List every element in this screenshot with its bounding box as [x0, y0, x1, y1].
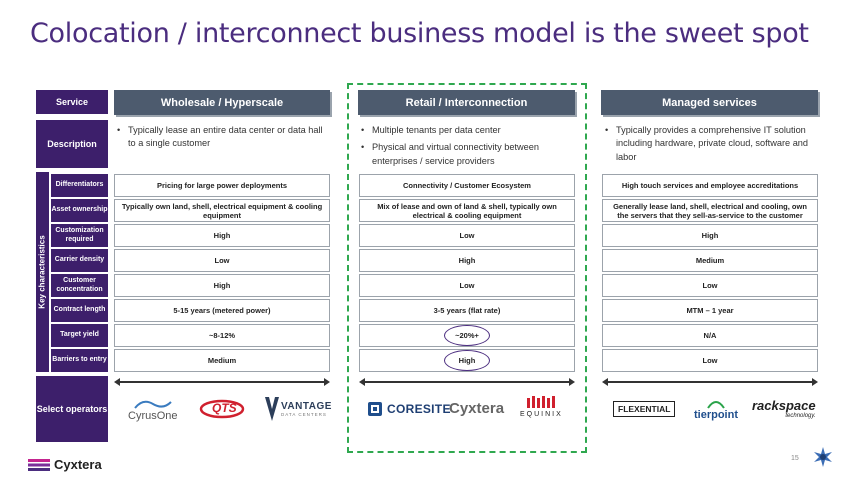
char-label-target-yield: Target yield: [51, 324, 108, 347]
cell-wholesale-differentiators: Pricing for large power deployments: [114, 174, 330, 197]
desc-bullet: Typically lease an entire data center or…: [117, 124, 327, 151]
managed-range-arrow: [602, 378, 818, 386]
description-label: Description: [36, 120, 108, 168]
description-managed: Typically provides a comprehensive IT so…: [605, 124, 815, 168]
cell-wholesale-asset-ownership: Typically own land, shell, electrical eq…: [114, 199, 330, 222]
page-number: 15: [791, 455, 799, 462]
qts-logo: QTS: [199, 398, 245, 420]
key-characteristics-label: Key characteristics: [37, 235, 47, 309]
cyrusone-logo: CyrusOne: [128, 398, 178, 422]
description-wholesale: Typically lease an entire data center or…: [117, 124, 327, 155]
page-title: Colocation / interconnect business model…: [30, 18, 809, 49]
coresite-logo: CORESITE: [367, 401, 451, 417]
char-label-asset-ownership: Asset ownership: [51, 199, 108, 222]
cell-retail-asset-ownership: Mix of lease and own of land & shell, ty…: [359, 199, 575, 222]
target-yield-circle: [444, 325, 490, 346]
qts-swoosh-icon: [199, 399, 245, 419]
equinix-bars-icon: [527, 396, 556, 408]
desc-bullet: Typically provides a comprehensive IT so…: [605, 124, 815, 164]
desc-bullet: Multiple tenants per data center: [361, 124, 571, 138]
cell-retail-carrier-density: High: [359, 249, 575, 272]
retail-range-arrow: [359, 378, 575, 386]
cell-managed-asset-ownership: Generally lease land, shell, electrical …: [602, 199, 818, 222]
equinix-logo: EQUINIX: [520, 396, 563, 418]
cell-managed-differentiators: High touch services and employee accredi…: [602, 174, 818, 197]
header-retail: Retail / Interconnection: [358, 90, 575, 115]
key-characteristics-bar: [36, 172, 49, 372]
cell-retail-differentiators: Connectivity / Customer Ecosystem: [359, 174, 575, 197]
cell-managed-carrier-density: Medium: [602, 249, 818, 272]
char-label-differentiators: Differentiators: [51, 174, 108, 197]
char-label-barriers: Barriers to entry: [51, 349, 108, 372]
cell-wholesale-customer-concentration: High: [114, 274, 330, 297]
cyrusone-wave-icon: [133, 400, 172, 409]
wholesale-range-arrow: [114, 378, 330, 386]
header-managed: Managed services: [601, 90, 818, 115]
cyxtera-brand-logo: Cyxtera: [28, 457, 102, 472]
cell-managed-target-yield: N/A: [602, 324, 818, 347]
corner-star-icon: [814, 447, 832, 467]
cell-wholesale-carrier-density: Low: [114, 249, 330, 272]
rackspace-logo: rackspace technology.: [752, 398, 816, 419]
cyxtera-stripes-icon: [28, 458, 50, 471]
tierpoint-arc-icon: [707, 401, 725, 409]
cell-managed-contract-length: MTM – 1 year: [602, 299, 818, 322]
vantage-logo: VANTAGE DATA CENTERS: [265, 397, 332, 421]
flexential-logo: FLEXENTIAL: [613, 401, 676, 417]
tierpoint-logo: tierpoint: [694, 399, 738, 421]
description-retail: Multiple tenants per data center Physica…: [361, 124, 571, 172]
char-label-contract-length: Contract length: [51, 299, 108, 322]
cell-wholesale-contract-length: 5-15 years (metered power): [114, 299, 330, 322]
coresite-cube-icon: [368, 402, 382, 416]
cell-retail-customization: Low: [359, 224, 575, 247]
char-label-customization: Customization required: [51, 224, 108, 247]
cell-retail-customer-concentration: Low: [359, 274, 575, 297]
char-label-carrier-density: Carrier density: [51, 249, 108, 272]
char-label-customer-concentration: Customer concentration: [51, 274, 108, 297]
select-operators-label: Select operators: [36, 376, 108, 442]
barriers-circle: [444, 350, 490, 371]
vantage-mark-icon: [265, 397, 279, 421]
service-label: Service: [36, 90, 108, 114]
cell-managed-customization: High: [602, 224, 818, 247]
desc-bullet: Physical and virtual connectivity betwee…: [361, 141, 571, 168]
cell-managed-customer-concentration: Low: [602, 274, 818, 297]
cell-retail-contract-length: 3-5 years (flat rate): [359, 299, 575, 322]
header-wholesale: Wholesale / Hyperscale: [114, 90, 330, 115]
cyxtera-operator-logo: Cyxtera: [449, 400, 505, 417]
cell-wholesale-target-yield: ~8-12%: [114, 324, 330, 347]
cell-wholesale-barriers: Medium: [114, 349, 330, 372]
retail-highlight-box: [347, 83, 587, 453]
cell-wholesale-customization: High: [114, 224, 330, 247]
cell-managed-barriers: Low: [602, 349, 818, 372]
